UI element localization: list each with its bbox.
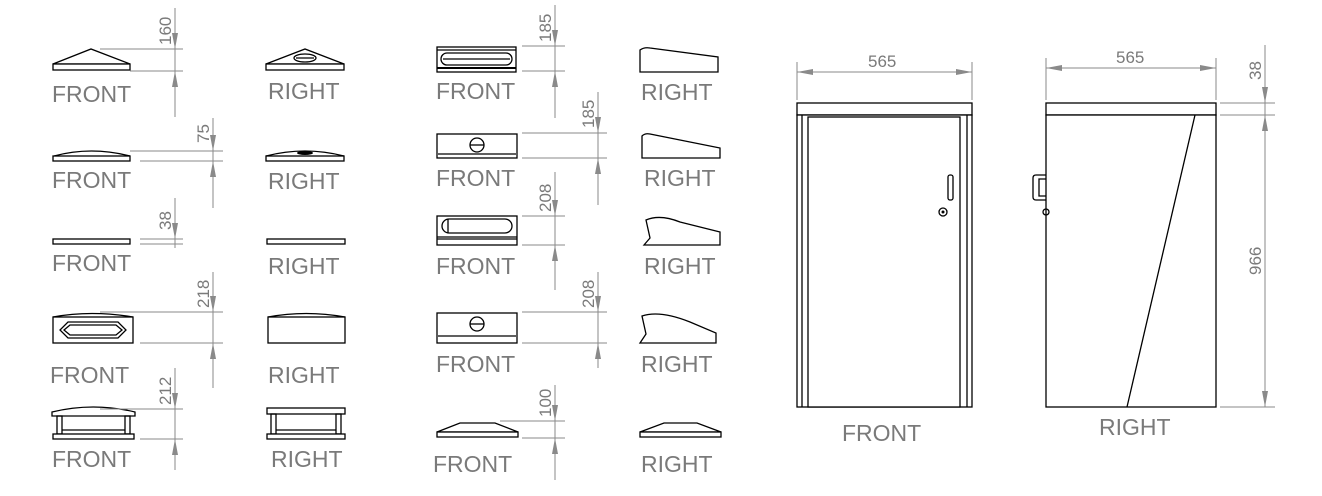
- svg-text:160: 160: [156, 17, 175, 45]
- label-front: FRONT: [52, 167, 131, 193]
- door-handle: [947, 174, 954, 201]
- cabinet-front-view: [796, 102, 973, 408]
- cap-slanted-round-right: [641, 133, 721, 159]
- svg-text:212: 212: [156, 377, 175, 405]
- dimension-c2r5: 100: [500, 385, 565, 480]
- dimension-c2r3: 208: [522, 172, 565, 290]
- svg-text:75: 75: [194, 124, 213, 143]
- label-right: RIGHT: [644, 165, 716, 191]
- cap-low-pyramid-front: [436, 422, 519, 438]
- label-front: FRONT: [436, 351, 515, 377]
- label-front: FRONT: [436, 165, 515, 191]
- side-handle: [1032, 174, 1046, 201]
- label-front: FRONT: [52, 250, 131, 276]
- svg-text:38: 38: [1246, 61, 1265, 80]
- label-right: RIGHT: [268, 168, 340, 194]
- label-right: RIGHT: [271, 446, 343, 472]
- label-front: FRONT: [50, 362, 129, 388]
- cap-canopy-right: [266, 407, 346, 440]
- dimension-c1r2: 75: [130, 118, 223, 208]
- label-right: RIGHT: [641, 451, 713, 477]
- dimension-c1r3: 38: [140, 198, 183, 248]
- svg-text:565: 565: [1116, 48, 1144, 67]
- label-front: FRONT: [52, 446, 131, 472]
- dimension-cabinet-front-width: 565: [796, 52, 973, 100]
- label-right: RIGHT: [641, 79, 713, 105]
- svg-text:218: 218: [194, 280, 213, 308]
- label-right: RIGHT: [268, 78, 340, 104]
- cap-slanted-slot-front: [436, 46, 517, 73]
- cap-curved-round-front: [436, 312, 518, 344]
- label-front: FRONT: [433, 451, 512, 477]
- dimension-c2r2: 185: [522, 92, 607, 205]
- svg-text:208: 208: [536, 184, 555, 212]
- cap-curved-slot-right: [642, 216, 721, 246]
- cap-slot-box-right: [267, 312, 346, 344]
- cap-slanted-slot-right: [639, 47, 719, 73]
- cap-flat-front: [52, 238, 131, 245]
- cap-dome-right: [265, 150, 345, 162]
- label-right: RIGHT: [268, 253, 340, 279]
- cap-curved-slot-front: [436, 215, 518, 246]
- svg-text:208: 208: [579, 280, 598, 308]
- svg-text:966: 966: [1246, 247, 1265, 275]
- svg-text:185: 185: [536, 14, 555, 42]
- cap-slanted-round-front: [436, 133, 518, 159]
- label-right: RIGHT: [641, 351, 713, 377]
- cap-curved-round-right: [638, 313, 717, 344]
- label-right: RIGHT: [268, 362, 340, 388]
- cap-pyramid-front: [52, 48, 131, 71]
- lock-icon: [938, 207, 948, 217]
- dimension-cabinet-top-height: 38: [1220, 45, 1275, 125]
- svg-text:185: 185: [579, 100, 598, 128]
- cap-dome-front: [52, 150, 131, 162]
- svg-text:565: 565: [868, 52, 896, 71]
- dimension-cabinet-body-height: 966: [1220, 115, 1275, 408]
- dimension-c2r4: 208: [522, 272, 607, 368]
- dimension-c1r4: 218: [100, 272, 223, 388]
- cap-slot-box-front: [52, 312, 134, 344]
- cap-canopy-front: [51, 406, 136, 440]
- cap-flat-right: [266, 238, 346, 245]
- cap-low-pyramid-right: [639, 422, 722, 438]
- dimension-c2r1: 185: [522, 5, 565, 118]
- cabinet-right-view: [1032, 102, 1217, 408]
- label-front: FRONT: [52, 81, 131, 107]
- label-right: RIGHT: [644, 253, 716, 279]
- dimension-cabinet-right-width: 565: [1045, 48, 1217, 100]
- dimension-c1r1: 160: [100, 8, 183, 117]
- cap-pyramid-right: [265, 48, 345, 71]
- label-front: FRONT: [436, 253, 515, 279]
- dimension-c1r5: 212: [100, 368, 183, 470]
- svg-text:100: 100: [536, 389, 555, 417]
- svg-text:38: 38: [156, 211, 175, 230]
- label-right: RIGHT: [1099, 414, 1171, 440]
- label-front: FRONT: [842, 420, 921, 446]
- label-front: FRONT: [436, 78, 515, 104]
